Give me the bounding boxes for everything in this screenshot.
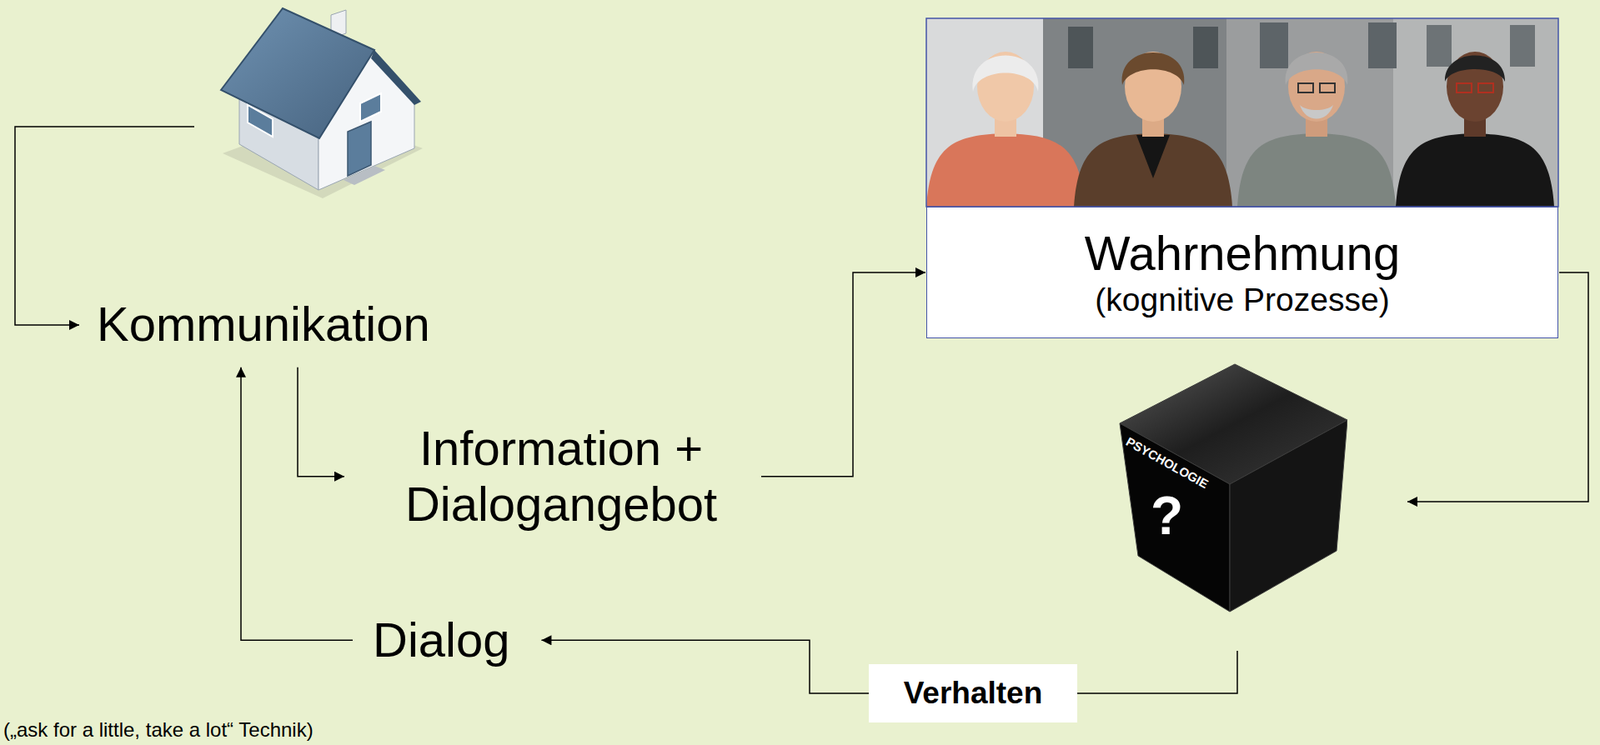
box-subtitle: (kognitive Prozesse) — [1094, 281, 1390, 320]
person-body — [1237, 133, 1396, 207]
flow-arrow — [761, 272, 926, 477]
photo-window — [1509, 25, 1535, 67]
photo-window — [1368, 22, 1397, 69]
node-text: Kommunikation — [96, 296, 431, 353]
house-icon — [220, 8, 423, 199]
people-photo — [926, 18, 1559, 207]
house-door — [347, 121, 372, 176]
process-text: Information + Dialogangebot — [377, 421, 745, 532]
person-body — [1073, 133, 1233, 207]
perception-box: Wahrnehmung(kognitive Prozesse) — [926, 206, 1559, 339]
person-shirt — [1136, 135, 1170, 179]
cube-left — [1119, 423, 1230, 612]
person-hair — [1285, 52, 1349, 86]
person-glasses — [1298, 83, 1314, 93]
psychology-cube: PSYCHOLOGIE? — [1117, 362, 1348, 613]
process-text: Dialog — [372, 612, 510, 669]
person-hair — [973, 55, 1039, 93]
node-text: Dialog — [372, 612, 510, 669]
cube-symbol: ? — [1150, 486, 1184, 548]
person-body — [926, 133, 1085, 207]
flow-arrow — [240, 367, 353, 642]
person-body — [1395, 133, 1555, 207]
house-step — [343, 165, 386, 186]
cube-right — [1229, 420, 1348, 612]
person-glasses — [1456, 83, 1472, 93]
photo-window — [1068, 26, 1094, 69]
house-roof — [220, 8, 375, 139]
process-text: Kommunikation — [96, 296, 431, 353]
flow-arrow — [297, 367, 345, 477]
photo-window — [1426, 25, 1452, 67]
edge-label: Verhalten — [868, 664, 1079, 724]
house-window — [360, 93, 382, 122]
person-glasses — [1319, 83, 1335, 93]
photo-frame — [926, 18, 1559, 207]
person-beard — [1299, 105, 1334, 120]
note-label: („ask for a little, take a lot“ Technik) — [3, 718, 314, 743]
node-text: Information + Dialogangebot — [377, 421, 745, 532]
house-window — [247, 105, 273, 137]
photo-background — [926, 18, 1559, 207]
photo-building — [1393, 18, 1559, 207]
box-title: Wahrnehmung — [1084, 225, 1400, 282]
house-connector — [15, 126, 195, 326]
person-hair — [1122, 52, 1185, 86]
person-hair — [1444, 55, 1505, 83]
photo-window — [1259, 22, 1289, 69]
person-glasses — [1478, 83, 1494, 93]
photo-window — [1193, 26, 1219, 69]
